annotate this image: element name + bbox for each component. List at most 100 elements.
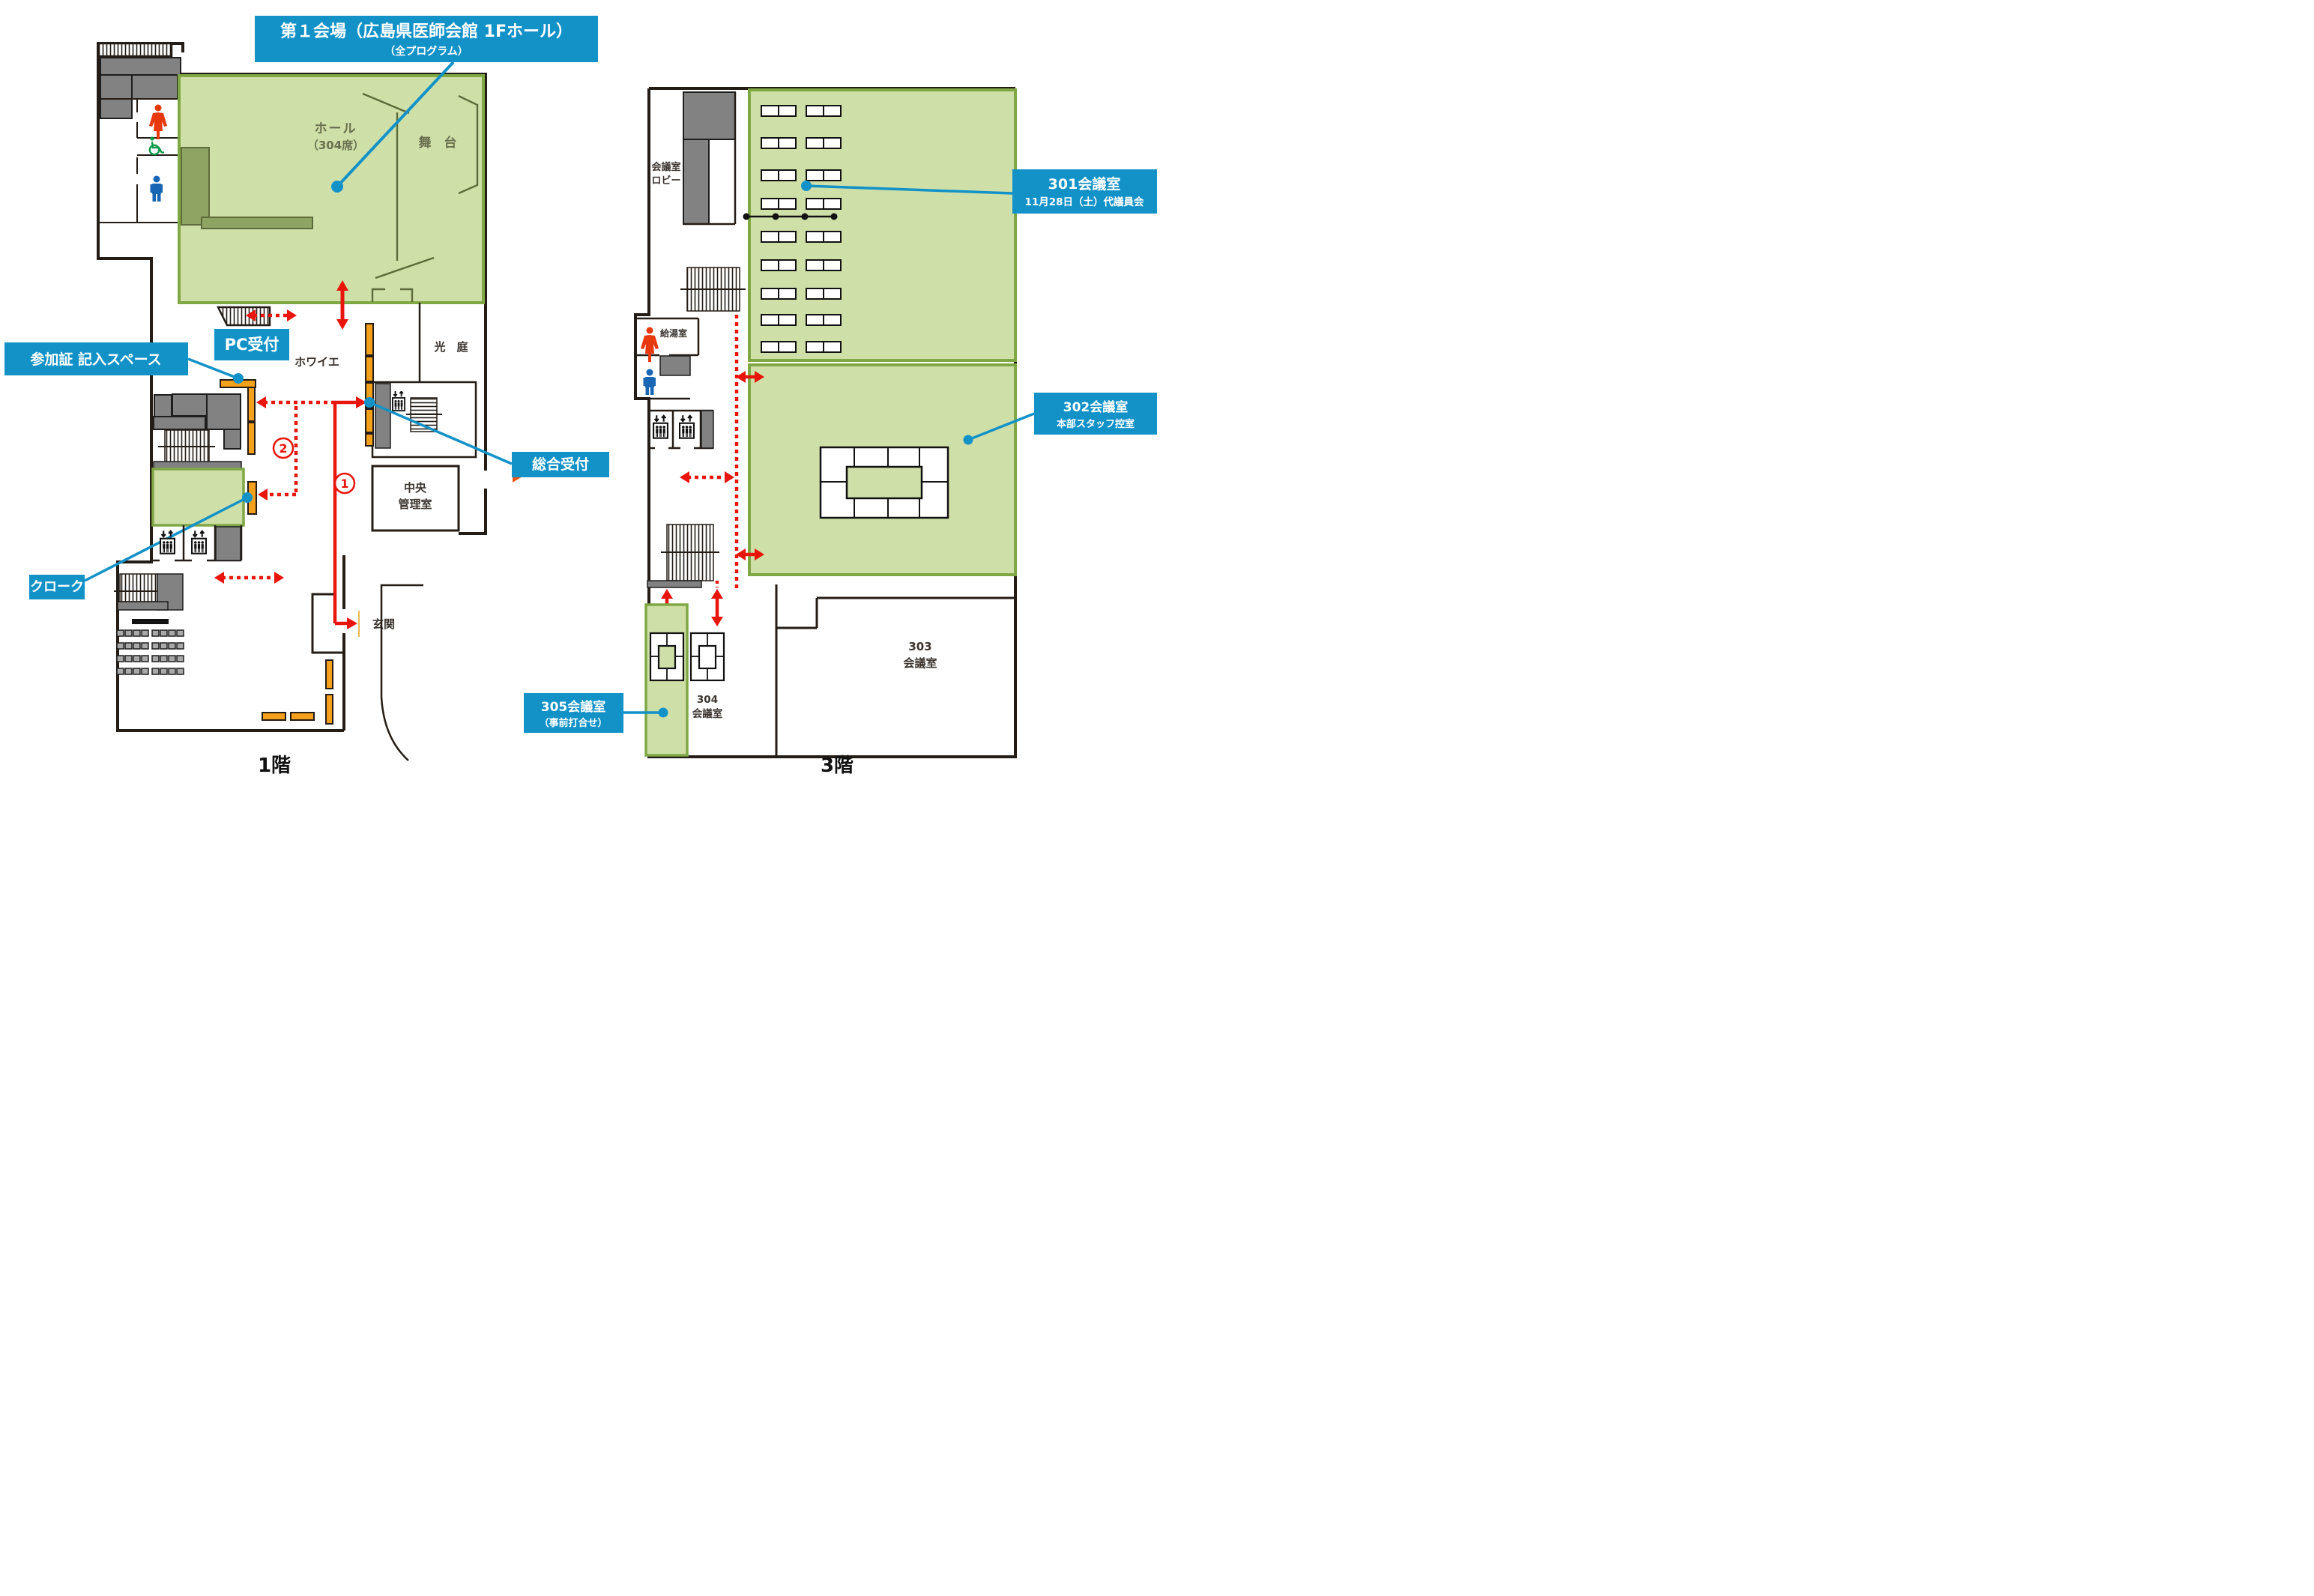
arrow-hall-foyer — [336, 280, 348, 330]
elevator-icon — [191, 530, 207, 554]
room-301-head-line — [743, 213, 838, 220]
light-court-label: 光 庭 — [433, 340, 468, 354]
man-icon — [643, 369, 656, 395]
floor1-plan: ホール （304席） 舞 台 PC受付 ホワイエ 光 庭 — [4, 42, 609, 777]
room-305-dot — [658, 707, 668, 718]
gray-band-bottom — [117, 601, 169, 611]
room-303-label2: 会議室 — [903, 656, 937, 670]
room-303-label1: 303 — [908, 640, 931, 653]
general-reception-desk — [365, 323, 374, 447]
room-301-leader — [806, 184, 1013, 195]
hall-seats-label: （304席） — [307, 139, 364, 152]
room-303-walls — [775, 584, 1015, 757]
route2-number: 2 — [279, 441, 287, 456]
room-301-label2: 11月28日（土）代議員会 — [1024, 196, 1144, 208]
general-reception-leader — [369, 401, 513, 465]
room-305-label2: （事前打合せ） — [539, 717, 607, 729]
floor3-routes — [661, 315, 764, 626]
gray-block-floor3-top — [683, 91, 736, 225]
title-leader-dot — [331, 181, 343, 193]
elevator-icon — [653, 414, 668, 439]
room-302-leader — [967, 412, 1035, 441]
toilet-walls — [98, 98, 179, 223]
room-302-table-ring — [819, 446, 949, 519]
room-301-label1: 301会議室 — [1048, 175, 1121, 193]
foyer-label: ホワイエ — [294, 355, 339, 369]
man-icon — [150, 175, 163, 202]
hall-dark-blocks — [181, 147, 313, 229]
floor-map-svg: ホール （304席） 舞 台 PC受付 ホワイエ 光 庭 — [4, 16, 1157, 777]
registration-label: 参加証 記入スペース — [30, 351, 161, 368]
room-304-label1: 304 — [697, 694, 718, 706]
floor3-label: 3階 — [821, 755, 854, 777]
cloak-label: クローク — [30, 579, 84, 595]
room-304-table-ring — [689, 632, 725, 682]
floor3-plan: 会議室 ロビー 給湯室 — [524, 87, 1157, 777]
title-line1: 第１会場（広島県医師会館 1Fホール） — [280, 22, 573, 41]
dotted-arrow-stairs — [246, 309, 297, 321]
general-reception-label: 総合受付 — [532, 456, 589, 473]
central-office-room — [371, 465, 460, 532]
kitchenette-walls — [635, 317, 700, 400]
general-reception-label-box — [512, 452, 609, 477]
room-305-table-ring — [649, 632, 685, 682]
stage-label: 舞 台 — [419, 135, 457, 151]
cloak-room — [151, 468, 245, 527]
route1-number: 1 — [340, 477, 348, 491]
dotted-arrow-lower — [214, 572, 284, 584]
room-302-dot — [963, 435, 973, 445]
hall-label: ホール — [315, 121, 357, 136]
title-line2: （全プログラム） — [384, 45, 468, 58]
route1-path: 1 — [333, 396, 366, 629]
entrance-label: 玄関 — [372, 617, 395, 631]
title-box — [255, 16, 598, 62]
floor1-label: 1階 — [258, 755, 291, 777]
registration-leader — [187, 357, 239, 380]
room-302-label1: 302会議室 — [1063, 399, 1129, 415]
gray-block-elevator — [215, 526, 241, 561]
seat-grid — [116, 629, 184, 675]
elevator-icon — [160, 530, 175, 554]
cloak-leader-dot — [242, 492, 253, 503]
wheelchair-icon — [148, 136, 165, 156]
cloak-label-box — [29, 575, 85, 599]
service-block-floor1 — [371, 381, 477, 459]
room-305-label1: 305会議室 — [541, 699, 606, 715]
kitchenette-label: 給湯室 — [660, 327, 687, 339]
hall-room — [178, 74, 485, 304]
registration-label-box — [4, 342, 188, 375]
room-305-label-box — [524, 693, 623, 733]
gray-block-toilet3 — [659, 355, 691, 376]
title-leader — [336, 61, 455, 188]
pc-reception-label-box — [214, 329, 289, 360]
gray-blocks-center — [153, 393, 241, 450]
title-callout: 第１会場（広島県医師会館 1Fホール） （全プログラム） — [255, 16, 598, 193]
stairs-bottom — [119, 573, 158, 602]
room-301-dot — [801, 181, 812, 191]
entrance-walls — [311, 593, 344, 654]
room-302-label2: 本部スタッフ控室 — [1057, 418, 1135, 430]
lobby-label2: ロビー — [651, 175, 680, 187]
room-301-label-box — [1012, 169, 1157, 214]
stage-outline — [362, 92, 479, 302]
central-office-label1: 中央 — [404, 481, 427, 495]
lobby-label1: 会議室 — [651, 161, 680, 173]
central-office-label2: 管理室 — [398, 498, 432, 511]
gray-block-top-left — [100, 57, 181, 119]
black-bar — [132, 619, 169, 624]
gray-block-walls — [683, 92, 737, 226]
general-reception-dot — [364, 397, 375, 408]
registration-leader-dot — [233, 373, 244, 384]
stairs-top-left — [97, 42, 173, 58]
pc-reception-label: PC受付 — [225, 336, 280, 354]
room-302-label-box — [1034, 393, 1157, 435]
gray-band-floor3 — [647, 580, 702, 588]
driveway-curve — [380, 584, 423, 761]
floor-map-page: ホール （304席） 舞 台 PC受付 ホワイエ 光 庭 — [0, 0, 1157, 798]
woman-icon — [149, 104, 167, 139]
woman-icon — [641, 327, 659, 362]
room-304-label2: 会議室 — [692, 707, 723, 720]
bottom-desks — [262, 659, 333, 725]
stairs-below-hall — [216, 306, 271, 327]
gray-block-elevator3 — [701, 410, 714, 449]
